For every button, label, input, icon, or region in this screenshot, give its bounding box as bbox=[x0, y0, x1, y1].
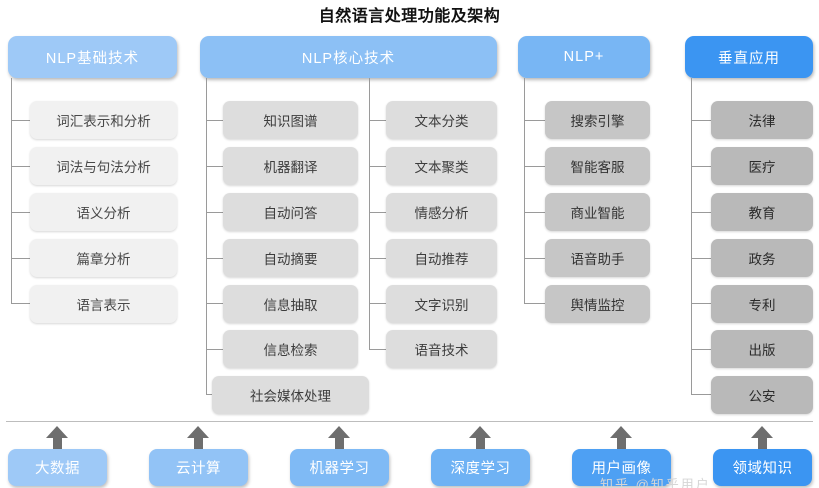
tree-stub bbox=[11, 120, 30, 121]
node-foundation-2[interactable]: 语义分析 bbox=[30, 193, 177, 231]
tree-stub bbox=[691, 349, 711, 350]
tree-stub bbox=[11, 212, 30, 213]
tree-stub bbox=[691, 212, 711, 213]
tree-trunk-core-right bbox=[369, 78, 370, 350]
tree-trunk-nlp-plus bbox=[524, 78, 525, 304]
tree-stub bbox=[369, 303, 386, 304]
tree-stub bbox=[11, 166, 30, 167]
node-core-right-1[interactable]: 文本聚类 bbox=[386, 147, 497, 185]
tree-stub bbox=[369, 166, 386, 167]
tree-stub bbox=[524, 212, 545, 213]
node-core-left-0[interactable]: 知识图谱 bbox=[223, 101, 358, 139]
tree-stub bbox=[206, 303, 223, 304]
tree-stub bbox=[206, 120, 223, 121]
column-header-nlp-core[interactable]: NLP核心技术 bbox=[200, 36, 497, 78]
tree-stub bbox=[524, 166, 545, 167]
node-foundation-3[interactable]: 篇章分析 bbox=[30, 239, 177, 277]
base-layer-item-1[interactable]: 云计算 bbox=[149, 449, 248, 486]
node-foundation-0[interactable]: 词汇表示和分析 bbox=[30, 101, 177, 139]
watermark: 知乎 @知乎用户 bbox=[600, 477, 711, 488]
node-nlp-plus-0[interactable]: 搜索引擎 bbox=[545, 101, 650, 139]
base-layer-item-5[interactable]: 领域知识 bbox=[713, 449, 812, 486]
tree-stub bbox=[691, 258, 711, 259]
node-vertical-3[interactable]: 政务 bbox=[711, 239, 813, 277]
node-vertical-5[interactable]: 出版 bbox=[711, 330, 813, 368]
node-vertical-0[interactable]: 法律 bbox=[711, 101, 813, 139]
base-layer-item-2[interactable]: 机器学习 bbox=[290, 449, 389, 486]
tree-stub bbox=[691, 120, 711, 121]
column-header-vertical-applications[interactable]: 垂直应用 bbox=[685, 36, 813, 78]
tree-trunk-vertical bbox=[691, 78, 692, 395]
node-core-left-6[interactable]: 社会媒体处理 bbox=[212, 376, 369, 414]
node-core-right-5[interactable]: 语音技术 bbox=[386, 330, 497, 368]
tree-stub bbox=[11, 303, 30, 304]
base-layer-item-4[interactable]: 用户画像 bbox=[572, 449, 671, 486]
base-layer-item-0[interactable]: 大数据 bbox=[8, 449, 107, 486]
tree-trunk-core-left bbox=[206, 78, 207, 395]
tree-stub bbox=[369, 212, 386, 213]
node-nlp-plus-3[interactable]: 语音助手 bbox=[545, 239, 650, 277]
tree-stub bbox=[691, 166, 711, 167]
node-core-right-3[interactable]: 自动推荐 bbox=[386, 239, 497, 277]
page-title: 自然语言处理功能及架构 bbox=[318, 8, 501, 25]
tree-stub bbox=[206, 258, 223, 259]
tree-stub bbox=[369, 258, 386, 259]
node-vertical-1[interactable]: 医疗 bbox=[711, 147, 813, 185]
node-core-left-3[interactable]: 自动摘要 bbox=[223, 239, 358, 277]
node-nlp-plus-4[interactable]: 舆情监控 bbox=[545, 285, 650, 323]
node-core-right-2[interactable]: 情感分析 bbox=[386, 193, 497, 231]
tree-stub bbox=[206, 212, 223, 213]
node-core-right-0[interactable]: 文本分类 bbox=[386, 101, 497, 139]
node-core-left-4[interactable]: 信息抽取 bbox=[223, 285, 358, 323]
node-core-left-1[interactable]: 机器翻译 bbox=[223, 147, 358, 185]
node-nlp-plus-2[interactable]: 商业智能 bbox=[545, 193, 650, 231]
node-foundation-4[interactable]: 语言表示 bbox=[30, 285, 177, 323]
node-vertical-4[interactable]: 专利 bbox=[711, 285, 813, 323]
tree-stub bbox=[524, 120, 545, 121]
base-layer-item-3[interactable]: 深度学习 bbox=[431, 449, 530, 486]
tree-stub bbox=[691, 394, 711, 395]
tree-stub bbox=[369, 120, 386, 121]
node-core-left-5[interactable]: 信息检索 bbox=[223, 330, 358, 368]
tree-stub bbox=[524, 258, 545, 259]
node-vertical-6[interactable]: 公安 bbox=[711, 376, 813, 414]
node-nlp-plus-1[interactable]: 智能客服 bbox=[545, 147, 650, 185]
column-header-nlp-plus[interactable]: NLP+ bbox=[518, 36, 650, 78]
node-foundation-1[interactable]: 词法与句法分析 bbox=[30, 147, 177, 185]
node-core-left-2[interactable]: 自动问答 bbox=[223, 193, 358, 231]
layer-divider bbox=[6, 421, 813, 422]
tree-trunk-foundation bbox=[11, 78, 12, 304]
tree-stub bbox=[206, 349, 223, 350]
tree-stub bbox=[691, 303, 711, 304]
tree-stub bbox=[11, 258, 30, 259]
node-core-right-4[interactable]: 文字识别 bbox=[386, 285, 497, 323]
column-header-nlp-foundation[interactable]: NLP基础技术 bbox=[8, 36, 177, 78]
tree-stub bbox=[524, 303, 545, 304]
node-vertical-2[interactable]: 教育 bbox=[711, 193, 813, 231]
tree-stub bbox=[369, 349, 386, 350]
tree-stub bbox=[206, 166, 223, 167]
